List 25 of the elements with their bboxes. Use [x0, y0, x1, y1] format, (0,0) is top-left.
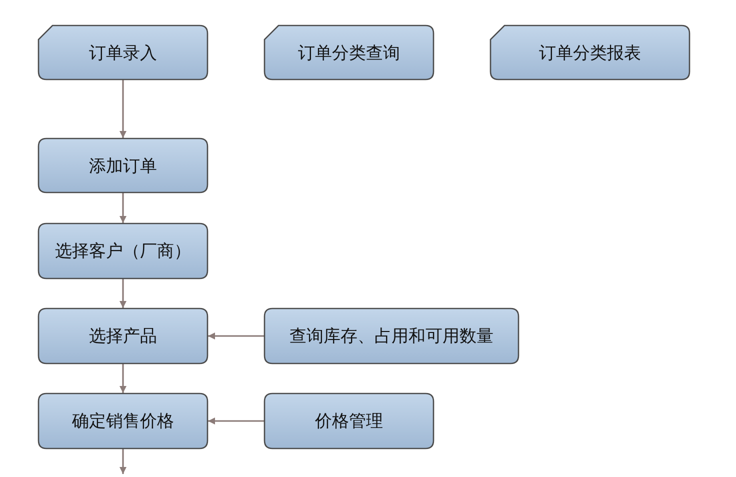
node-label: 确定销售价格: [71, 410, 175, 432]
node-label: 查询库存、占用和可用数量: [288, 326, 494, 348]
node-label: 订单录入: [88, 42, 158, 64]
node-label: 订单分类报表: [538, 42, 642, 64]
arrow: [120, 449, 126, 474]
arrow: [208, 332, 264, 340]
process-box: [264, 308, 519, 364]
process-box: [38, 393, 208, 449]
arrow: [120, 193, 126, 223]
process-box: [38, 138, 208, 193]
process-box: [38, 308, 208, 364]
module-card: [264, 25, 434, 80]
node-label: 价格管理: [314, 410, 384, 432]
arrow: [120, 80, 126, 138]
arrow: [208, 418, 264, 424]
process-box: [38, 223, 208, 279]
node-label: 选择产品: [88, 326, 158, 348]
process-box: [264, 393, 434, 449]
node-label: 选择客户（厂商）: [54, 240, 192, 262]
arrow: [120, 364, 126, 393]
node-label: 添加订单: [88, 155, 158, 177]
module-card: [38, 25, 208, 80]
node-label: 订单分类查询: [297, 42, 401, 64]
module-card: [490, 25, 690, 80]
arrow: [120, 279, 126, 308]
